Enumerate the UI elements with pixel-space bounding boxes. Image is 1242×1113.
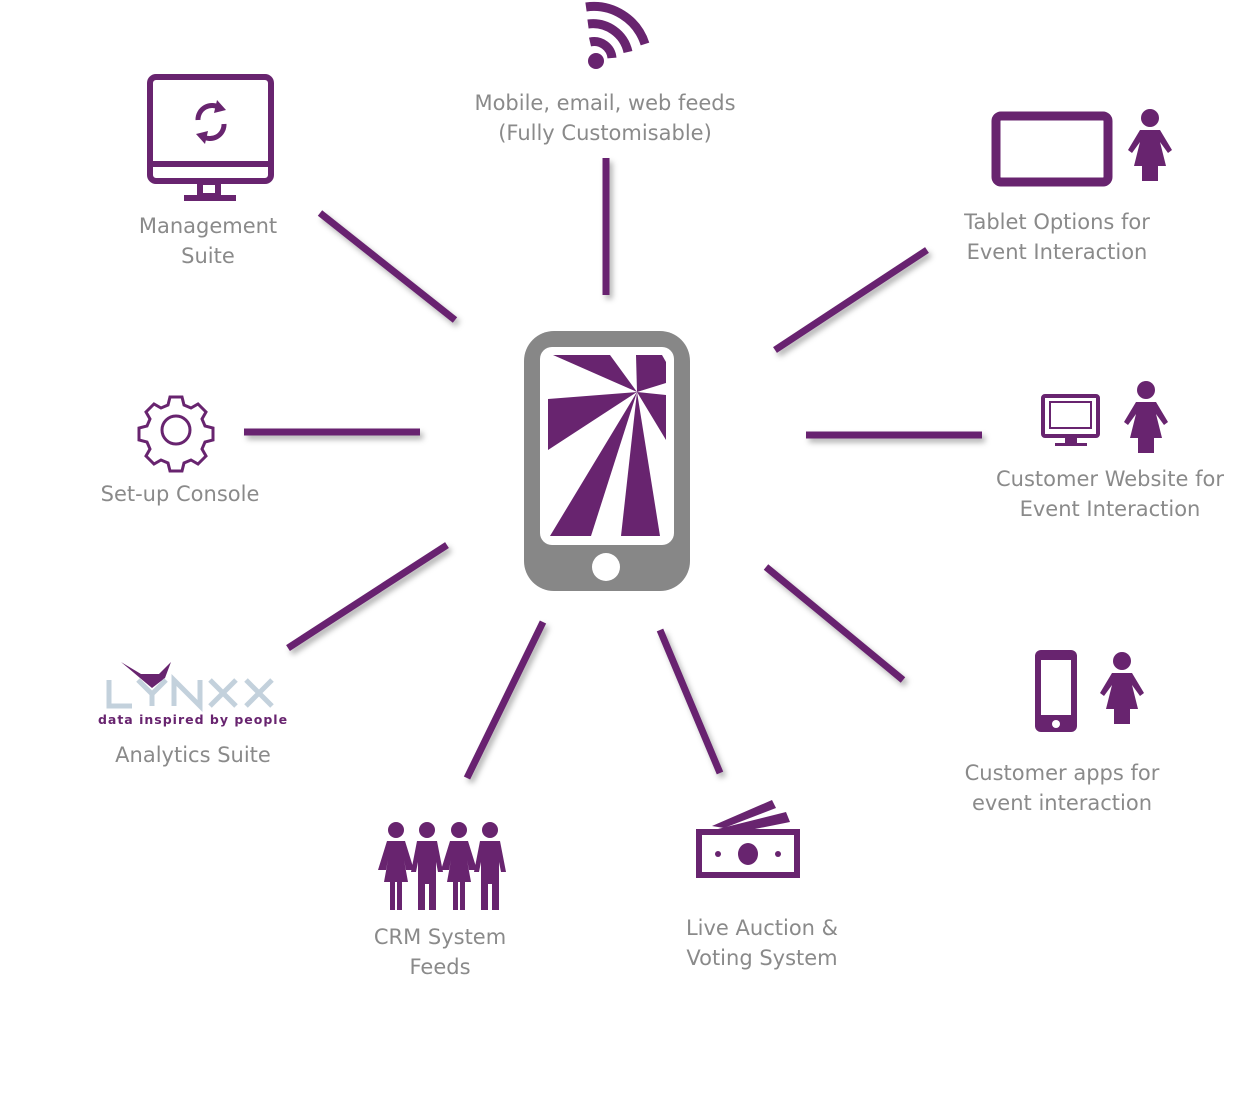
central-phone-logo <box>524 331 690 591</box>
label-line: Set-up Console <box>100 482 260 506</box>
lynxx-logo <box>106 662 274 713</box>
connector-line <box>773 247 929 353</box>
label-line: Customer Website for <box>996 467 1224 491</box>
label-line: Analytics Suite <box>115 743 271 767</box>
label-line: (Fully Customisable) <box>498 121 712 145</box>
label-setup-console: Set-up Console <box>101 479 260 509</box>
gear-icon <box>137 395 215 473</box>
label-line: Suite <box>181 244 235 268</box>
label-line: Customer apps for <box>964 761 1160 785</box>
label-line: Feeds <box>409 955 471 979</box>
connector-line <box>656 628 724 775</box>
label-line: Mobile, email, web feeds <box>474 91 736 115</box>
label-line: Voting System <box>686 946 838 970</box>
tablet-person-icon <box>991 109 1172 187</box>
connector-line <box>317 210 458 323</box>
connector-line <box>286 542 449 651</box>
label-live-auction: Live Auction & Voting System <box>686 913 838 973</box>
wifi-icon <box>585 1 650 69</box>
label-mobile-feeds: Mobile, email, web feeds (Fully Customisa… <box>474 88 735 148</box>
cash-icon <box>696 800 800 878</box>
connector-line <box>463 620 547 780</box>
connector-line <box>763 564 906 683</box>
label-customer-apps: Customer apps for event interaction <box>965 758 1160 818</box>
monitor-refresh-icon <box>147 74 274 201</box>
people-group-icon <box>378 822 506 910</box>
label-line: event interaction <box>971 791 1153 815</box>
label-line: Event Interaction <box>966 240 1148 264</box>
label-line: Event Interaction <box>1019 497 1201 521</box>
phone-person-icon <box>1035 650 1144 732</box>
label-line: Management <box>138 214 278 238</box>
lynxx-tagline: data inspired by people <box>97 712 289 727</box>
desktop-person-icon <box>1041 381 1168 453</box>
label-line: Tablet Options for <box>964 210 1150 234</box>
label-line: Live Auction & <box>685 916 839 940</box>
label-analytics-suite: Analytics Suite <box>115 740 271 770</box>
label-line: CRM System <box>373 925 507 949</box>
